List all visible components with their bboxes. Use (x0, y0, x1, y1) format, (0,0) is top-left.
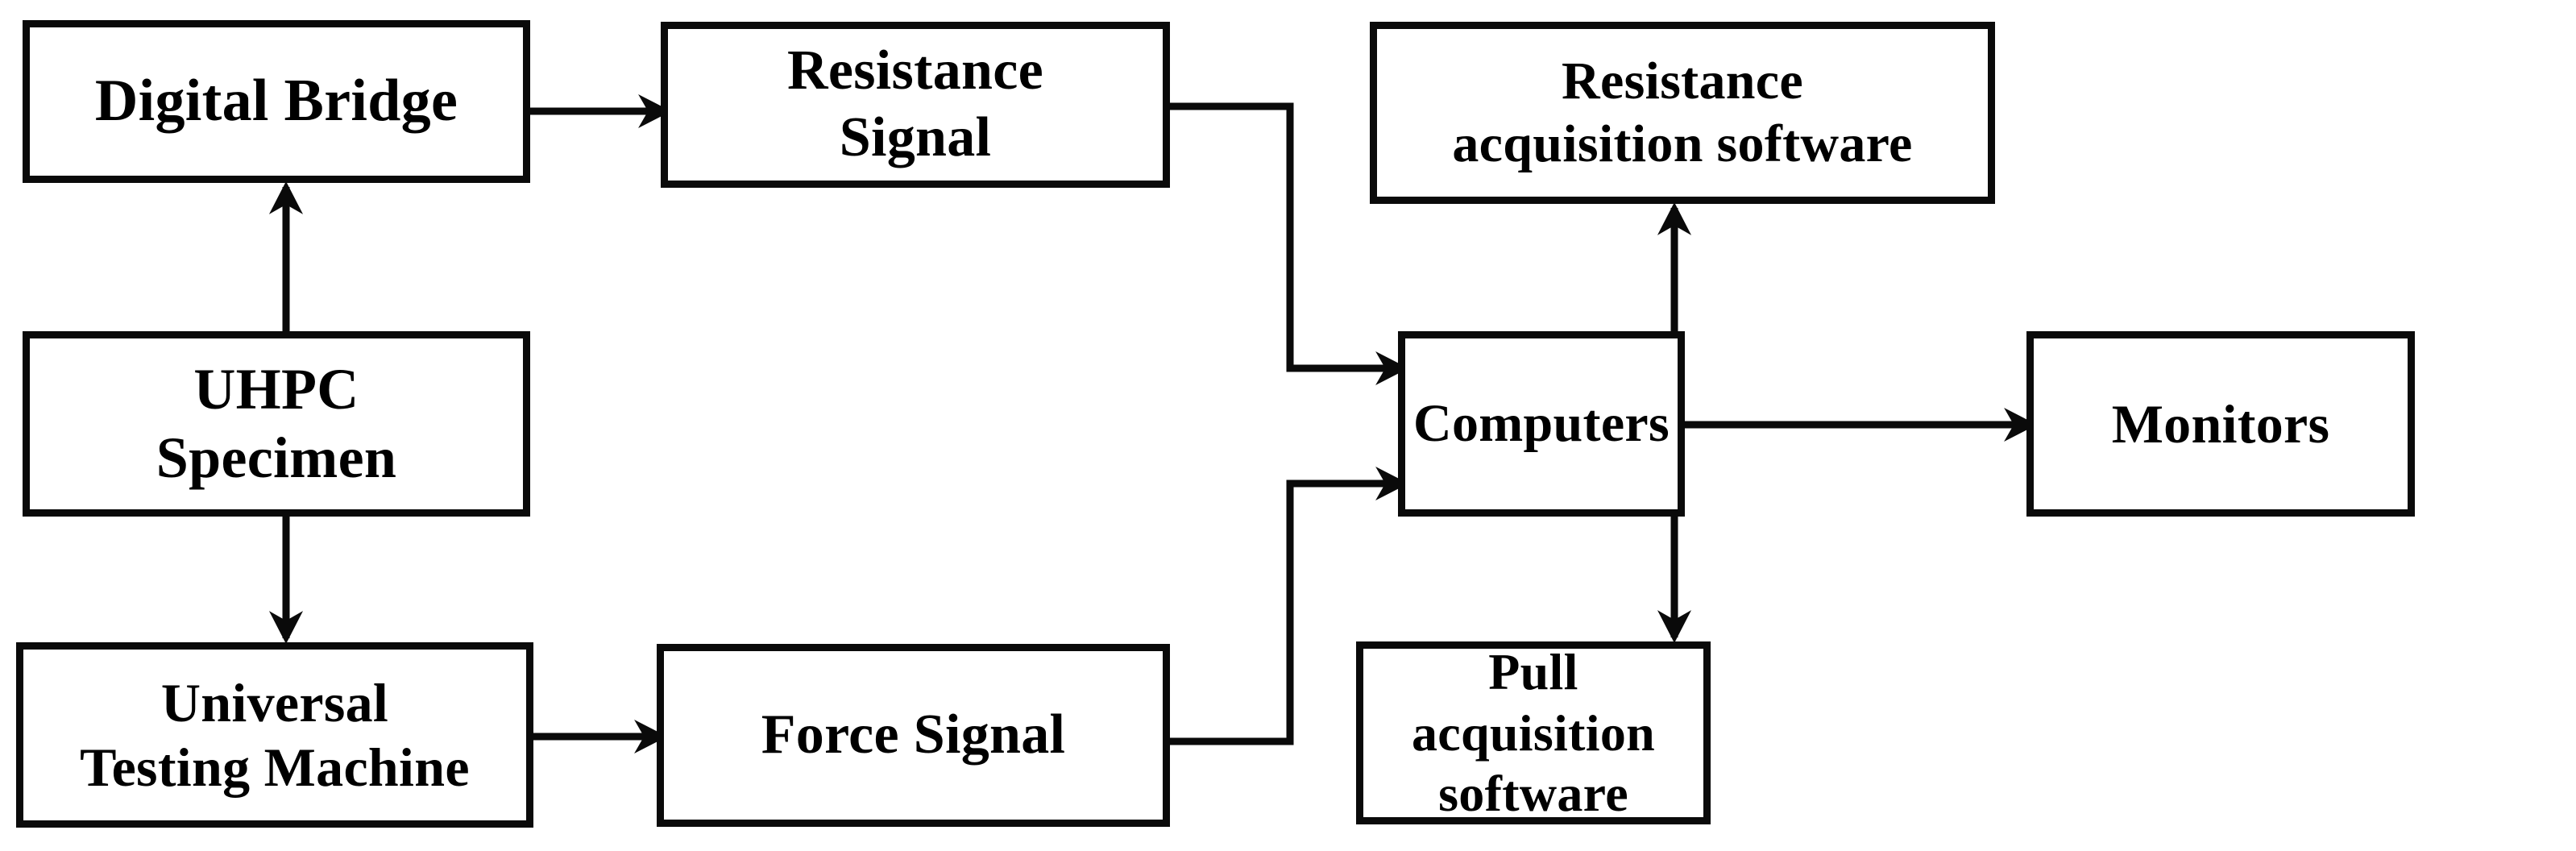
node-pull-acquisition-software[interactable]: Pull acquisition software (1356, 641, 1711, 824)
node-label-monitors: Monitors (2111, 392, 2330, 455)
node-resistance-signal[interactable]: Resistance Signal (661, 22, 1170, 188)
node-label-universal-testing-machine: Universal Testing Machine (80, 671, 470, 798)
node-resistance-acquisition-software[interactable]: Resistance acquisition software (1370, 22, 1995, 204)
node-label-resistance-acquisition-software: Resistance acquisition software (1452, 52, 1913, 173)
connector-resistance-signal-to-computers (1170, 102, 1409, 386)
node-monitors[interactable]: Monitors (2026, 331, 2415, 517)
node-label-digital-bridge: Digital Bridge (94, 68, 458, 135)
node-label-pull-acquisition-software: Pull acquisition software (1411, 643, 1656, 823)
node-force-signal[interactable]: Force Signal (657, 644, 1170, 827)
node-uhpc-specimen[interactable]: UHPC Specimen (23, 331, 530, 517)
node-label-resistance-signal: Resistance Signal (787, 39, 1043, 168)
node-computers[interactable]: Computers (1398, 331, 1685, 517)
node-label-force-signal: Force Signal (761, 704, 1066, 766)
node-label-computers: Computers (1413, 394, 1670, 454)
node-label-uhpc-specimen: UHPC Specimen (156, 357, 397, 490)
node-digital-bridge[interactable]: Digital Bridge (23, 20, 530, 183)
node-universal-testing-machine[interactable]: Universal Testing Machine (16, 642, 533, 828)
